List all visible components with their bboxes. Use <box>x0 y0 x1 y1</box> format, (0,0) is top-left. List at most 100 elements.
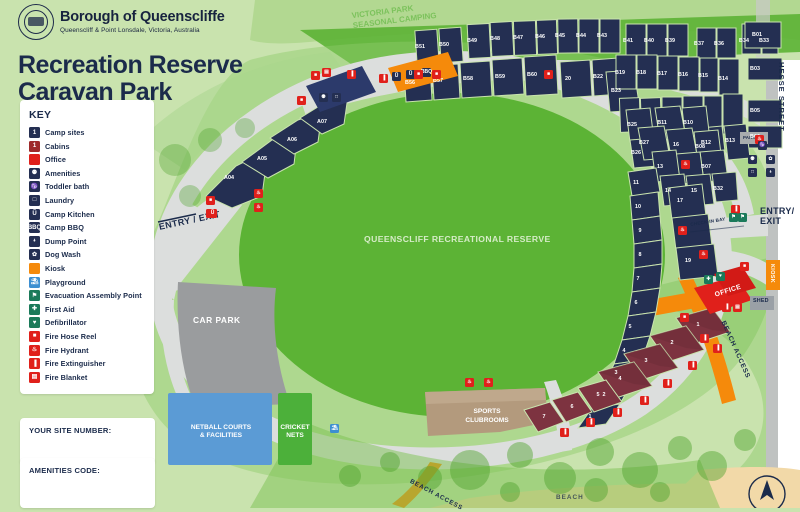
first-aid-icon: ✚ <box>704 275 713 284</box>
key-item-label: Fire Hose Reel <box>45 331 97 341</box>
key-item-fire-hydrant: ♨ Fire Hydrant <box>29 344 146 356</box>
toddler-bath-icon: ♑ <box>29 181 40 193</box>
fire-hydrant-icon: ♨ <box>29 344 40 356</box>
laundry-icon: □ <box>748 168 757 177</box>
shed-building <box>750 296 774 310</box>
key-item-fire-hose-reel: ■Fire Hose Reel <box>29 330 146 342</box>
camp-kitchen-icon: Ũ <box>29 208 40 220</box>
key-item-office: Office <box>29 154 146 166</box>
cabin-roof-shade <box>598 308 730 386</box>
evacuation-point-icon: ⚑ <box>738 213 747 222</box>
fire-hydrant-icon: ♨ <box>465 378 474 387</box>
dump-point-icon: ⍖ <box>29 235 40 247</box>
fire-hydrant-icon: ♨ <box>254 189 263 198</box>
cricket-line1: CRICKET <box>280 424 310 431</box>
council-subtitle: Queenscliff & Point Lonsdale, Victoria, … <box>60 26 200 34</box>
key-item-label: Fire Extinguisher <box>45 359 106 369</box>
fire-hydrant-icon: ♨ <box>484 378 493 387</box>
amenities-icon: ⚉ <box>748 155 757 164</box>
fire-hose-reel-icon: ■ <box>311 71 320 80</box>
key-item-label: Camp sites <box>45 128 85 137</box>
kiosk-building <box>766 260 780 290</box>
entry-exit-right-label: ENTRY/ EXIT <box>760 206 794 227</box>
hesse-street-strip <box>778 60 800 508</box>
evacuation-point-icon: ⚑ <box>29 290 40 302</box>
fire-extinguisher-icon: ▐ <box>700 334 709 343</box>
clubrooms-label: SPORTS CLUBROOMS <box>452 408 522 425</box>
key-item-label: Fire Hydrant <box>45 345 89 355</box>
fire-hydrant-icon: ♨ <box>755 135 764 144</box>
office-icon <box>29 154 40 166</box>
key-item-label: Evacuation Assembly Point <box>45 291 142 301</box>
council-name: Borough of Queenscliffe <box>60 9 225 26</box>
key-item-fire-blanket: ▤ Fire Blanket <box>29 371 146 383</box>
clubrooms-line2: CLUBROOMS <box>465 416 509 424</box>
page-title-line1: Recreation Reserve <box>18 51 243 79</box>
cricket-nets <box>278 393 312 465</box>
key-item-label: Cabins <box>45 141 70 151</box>
map-header: Borough of Queenscliffe Queenscliff & Po… <box>18 4 318 106</box>
fire-extinguisher-icon: ▐ <box>640 396 649 405</box>
netball-line2: & FACILITIES <box>199 432 243 440</box>
council-crest-icon <box>18 4 54 40</box>
cricket-nets-label: CRICKET NETS <box>278 424 312 440</box>
key-item-label: Playground <box>45 277 86 287</box>
defibrillator-icon: ♥ <box>29 317 40 329</box>
kiosk-icon <box>29 262 40 274</box>
toddler-bath-icon: ♑ <box>758 141 767 150</box>
amenities-code-field[interactable]: AMENITIES CODE: <box>20 458 155 508</box>
fire-extinguisher-icon: ▐ <box>731 205 740 214</box>
fire-blanket-icon: ▤ <box>29 371 40 383</box>
key-item-laundry: □Laundry <box>29 194 146 206</box>
first-aid-icon: ✚ <box>29 303 40 315</box>
playground-icon: ⛱ <box>29 276 40 288</box>
fire-hydrant-icon: ♨ <box>254 203 263 212</box>
parking-label: PARKING <box>743 135 765 140</box>
camp-bbq-icon: BBQ <box>420 68 433 77</box>
fire-blanket-icon: ▤ <box>733 303 742 312</box>
evacuation-point-icon: ⚑ <box>729 213 738 222</box>
fire-extinguisher-icon: ▐ <box>688 361 697 370</box>
key-item-label: Amenities <box>45 168 81 178</box>
page-title: Recreation Reserve Caravan Park <box>18 52 318 106</box>
oval-ground <box>239 93 665 417</box>
entry-exit-right-line1: ENTRY/ <box>760 206 795 216</box>
key-item-toddler-bath: ♑Toddler bath <box>29 181 146 193</box>
fire-extinguisher-icon: ▐ <box>663 379 672 388</box>
key-item-defibrillator: ♥Defibrillator <box>29 317 146 329</box>
key-title: KEY <box>29 109 52 121</box>
key-item-cabin: 1 Cabins <box>29 140 146 152</box>
fire-hydrant-icon: ♨ <box>681 160 690 169</box>
fire-extinguisher-icon: ▐ <box>379 74 388 83</box>
key-item-dog-wash: ✿ Dog Wash <box>29 249 146 261</box>
north-compass-icon <box>748 475 786 508</box>
laundry-icon: □ <box>332 93 341 102</box>
camp-kitchen-icon: Ũ <box>406 70 415 79</box>
key-item-label: Laundry <box>45 195 75 205</box>
fire-hose-reel-icon: ■ <box>432 70 441 79</box>
amenities-icon: ⚉ <box>319 93 328 102</box>
key-item-label: Dump Point <box>45 236 87 246</box>
camp-kitchen-icon: Ũ <box>208 209 217 218</box>
key-item-label: Dog Wash <box>45 250 81 260</box>
fire-extinguisher-icon: ▐ <box>560 428 569 437</box>
key-item-label: Office <box>45 155 66 165</box>
dog-wash-icon: ✿ <box>29 249 40 261</box>
playground-icon: ⛱ <box>330 424 339 433</box>
camp-kitchen-icon: Ũ <box>392 72 401 81</box>
fire-hose-reel-icon: ■ <box>297 96 306 105</box>
site-number-label: YOUR SITE NUMBER: <box>29 426 112 435</box>
fire-extinguisher-icon: ▐ <box>586 418 595 427</box>
amenities-icon: ⚉ <box>29 167 40 179</box>
site-number-field[interactable]: YOUR SITE NUMBER: <box>20 418 155 464</box>
cabin-icon: 1 <box>29 140 40 152</box>
fire-blanket-icon: ▤ <box>322 68 331 77</box>
netball-label: NETBALL COURTS & FACILITIES <box>186 424 256 440</box>
key-item-label: Fire Blanket <box>45 372 88 382</box>
camp-bbq-icon: BBQ <box>28 222 41 234</box>
fire-hydrant-icon: ♨ <box>678 226 687 235</box>
